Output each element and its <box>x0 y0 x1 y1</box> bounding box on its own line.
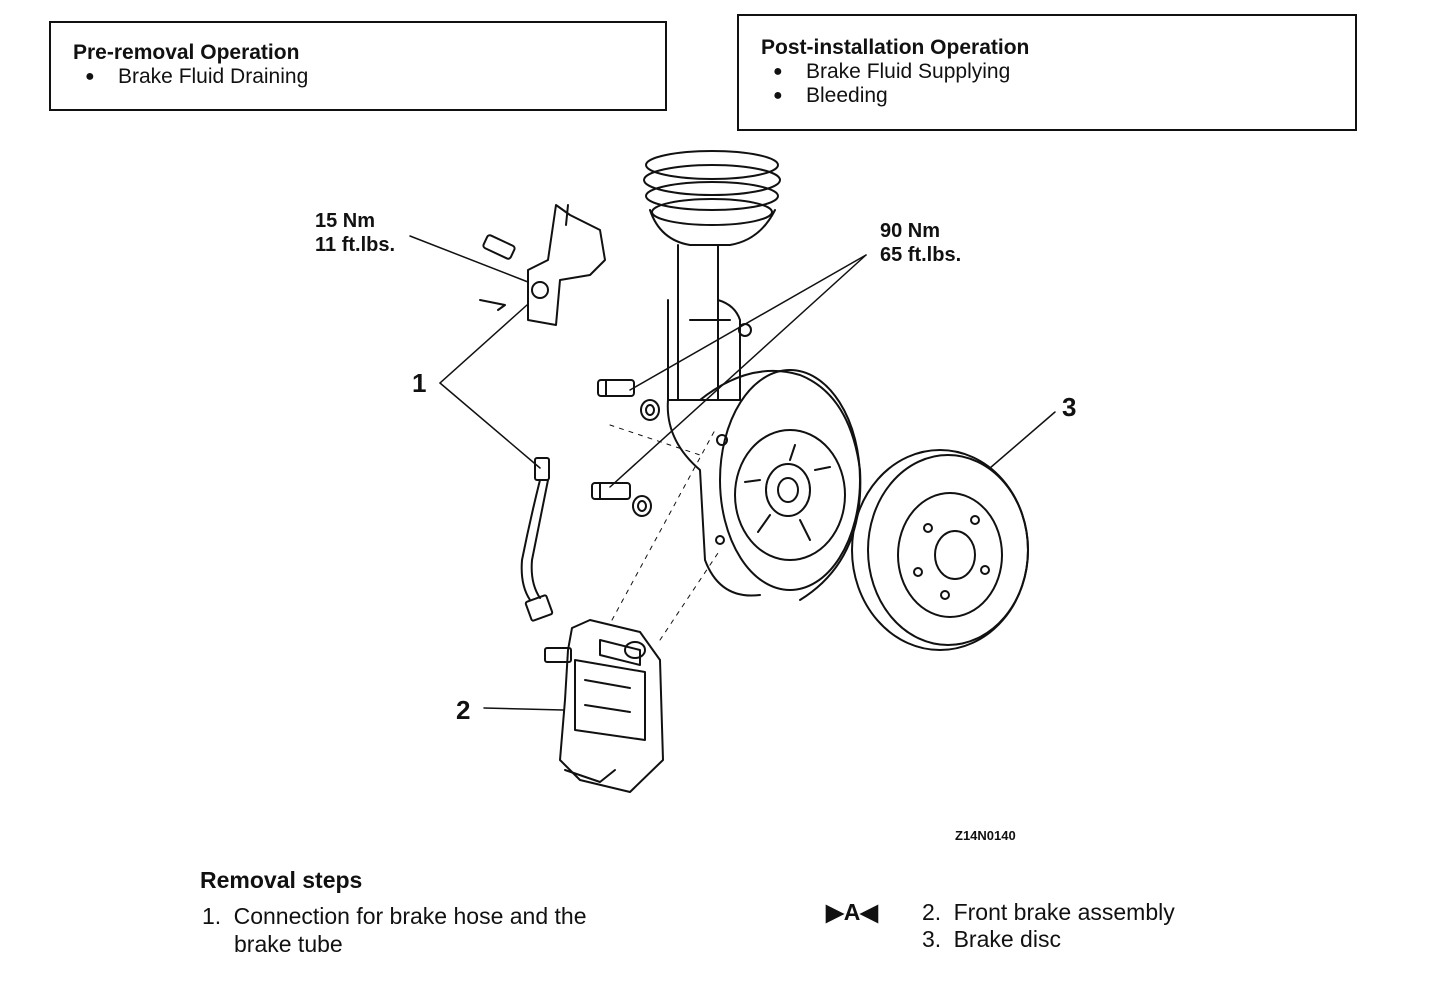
coil-spring <box>643 150 781 226</box>
step-marker-a: ▶A◀ <box>826 899 878 925</box>
step-number: 1. <box>202 903 222 929</box>
removal-step-3: 3. Brake disc <box>922 925 1061 953</box>
pre-removal-box: Pre-removal Operation ● Brake Fluid Drai… <box>49 21 667 111</box>
post-installation-box: Post-installation Operation ● Brake Flui… <box>737 14 1357 131</box>
torque-ftlbs: 11 ft.lbs. <box>315 234 396 256</box>
bullet-icon: ● <box>773 63 783 80</box>
torque-nm: 15 Nm <box>315 210 376 232</box>
step-text: Connection for brake hose and the <box>233 903 587 929</box>
bullet-icon: ● <box>85 68 95 85</box>
removal-steps-title: Removal steps <box>200 867 363 893</box>
knuckle-hub <box>666 369 862 601</box>
pre-removal-item: ● Brake Fluid Draining <box>73 65 665 89</box>
torque-label-15nm: 15 Nm 11 ft.lbs. <box>315 209 395 257</box>
callout-1: 1 <box>412 368 427 398</box>
pre-removal-item-text: Brake Fluid Draining <box>118 65 309 88</box>
post-installation-item: ● Bleeding <box>761 84 1355 108</box>
step-text: Brake disc <box>953 926 1061 952</box>
hose-bracket <box>479 204 606 326</box>
callout-3: 3 <box>1062 392 1077 422</box>
step-text-continued: brake tube <box>234 931 343 957</box>
step-number: 3. <box>922 926 942 952</box>
post-installation-title: Post-installation Operation <box>761 36 1030 59</box>
brake-caliper <box>544 619 664 793</box>
brake-hose <box>520 457 554 622</box>
removal-step-1: 1. Connection for brake hose and the bra… <box>202 902 586 958</box>
brake-disc <box>851 449 1029 651</box>
assembly-guide-lines <box>609 424 721 641</box>
step-text: Front brake assembly <box>953 899 1175 925</box>
post-installation-item-text: Brake Fluid Supplying <box>806 60 1011 83</box>
figure-code: Z14N0140 <box>955 828 1016 843</box>
strut-assembly <box>649 209 776 401</box>
post-installation-item: ● Brake Fluid Supplying <box>761 60 1355 84</box>
removal-step-2: 2. Front brake assembly <box>922 898 1175 926</box>
leader-lines <box>409 235 1056 711</box>
torque-label-90nm: 90 Nm 65 ft.lbs. <box>880 219 961 267</box>
post-installation-item-text: Bleeding <box>806 84 888 107</box>
torque-ftlbs: 65 ft.lbs. <box>880 244 962 266</box>
caliper-bolts <box>591 379 660 517</box>
torque-nm: 90 Nm <box>880 220 941 242</box>
bullet-icon: ● <box>773 87 783 104</box>
pre-removal-title: Pre-removal Operation <box>73 41 300 64</box>
step-number: 2. <box>922 899 942 925</box>
callout-2: 2 <box>456 695 471 725</box>
